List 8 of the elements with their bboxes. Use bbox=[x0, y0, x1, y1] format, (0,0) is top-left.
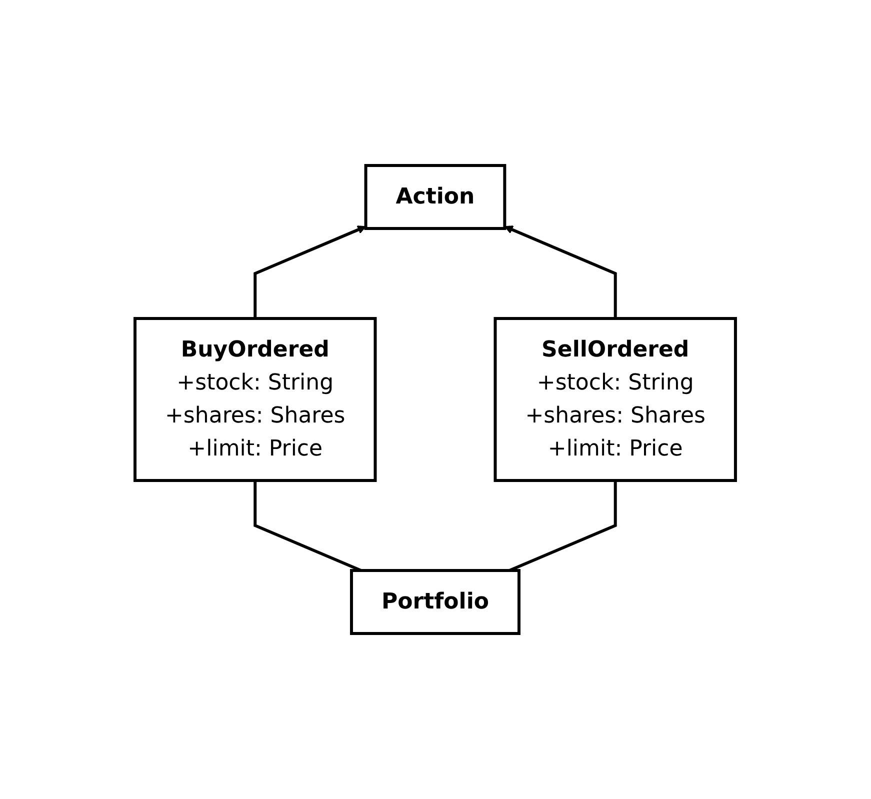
arrow bbox=[254, 226, 366, 318]
arrow bbox=[504, 226, 618, 318]
connector bbox=[254, 480, 362, 572]
node-box: BuyOrdered +stock: String +shares: Shares +limit: Price bbox=[134, 317, 377, 482]
node-box: Portfolio bbox=[350, 569, 521, 635]
connector bbox=[509, 480, 618, 572]
node-box: SellOrdered +stock: String +shares: Shares +limit: Price bbox=[494, 317, 738, 482]
node-box: Action bbox=[364, 164, 506, 230]
